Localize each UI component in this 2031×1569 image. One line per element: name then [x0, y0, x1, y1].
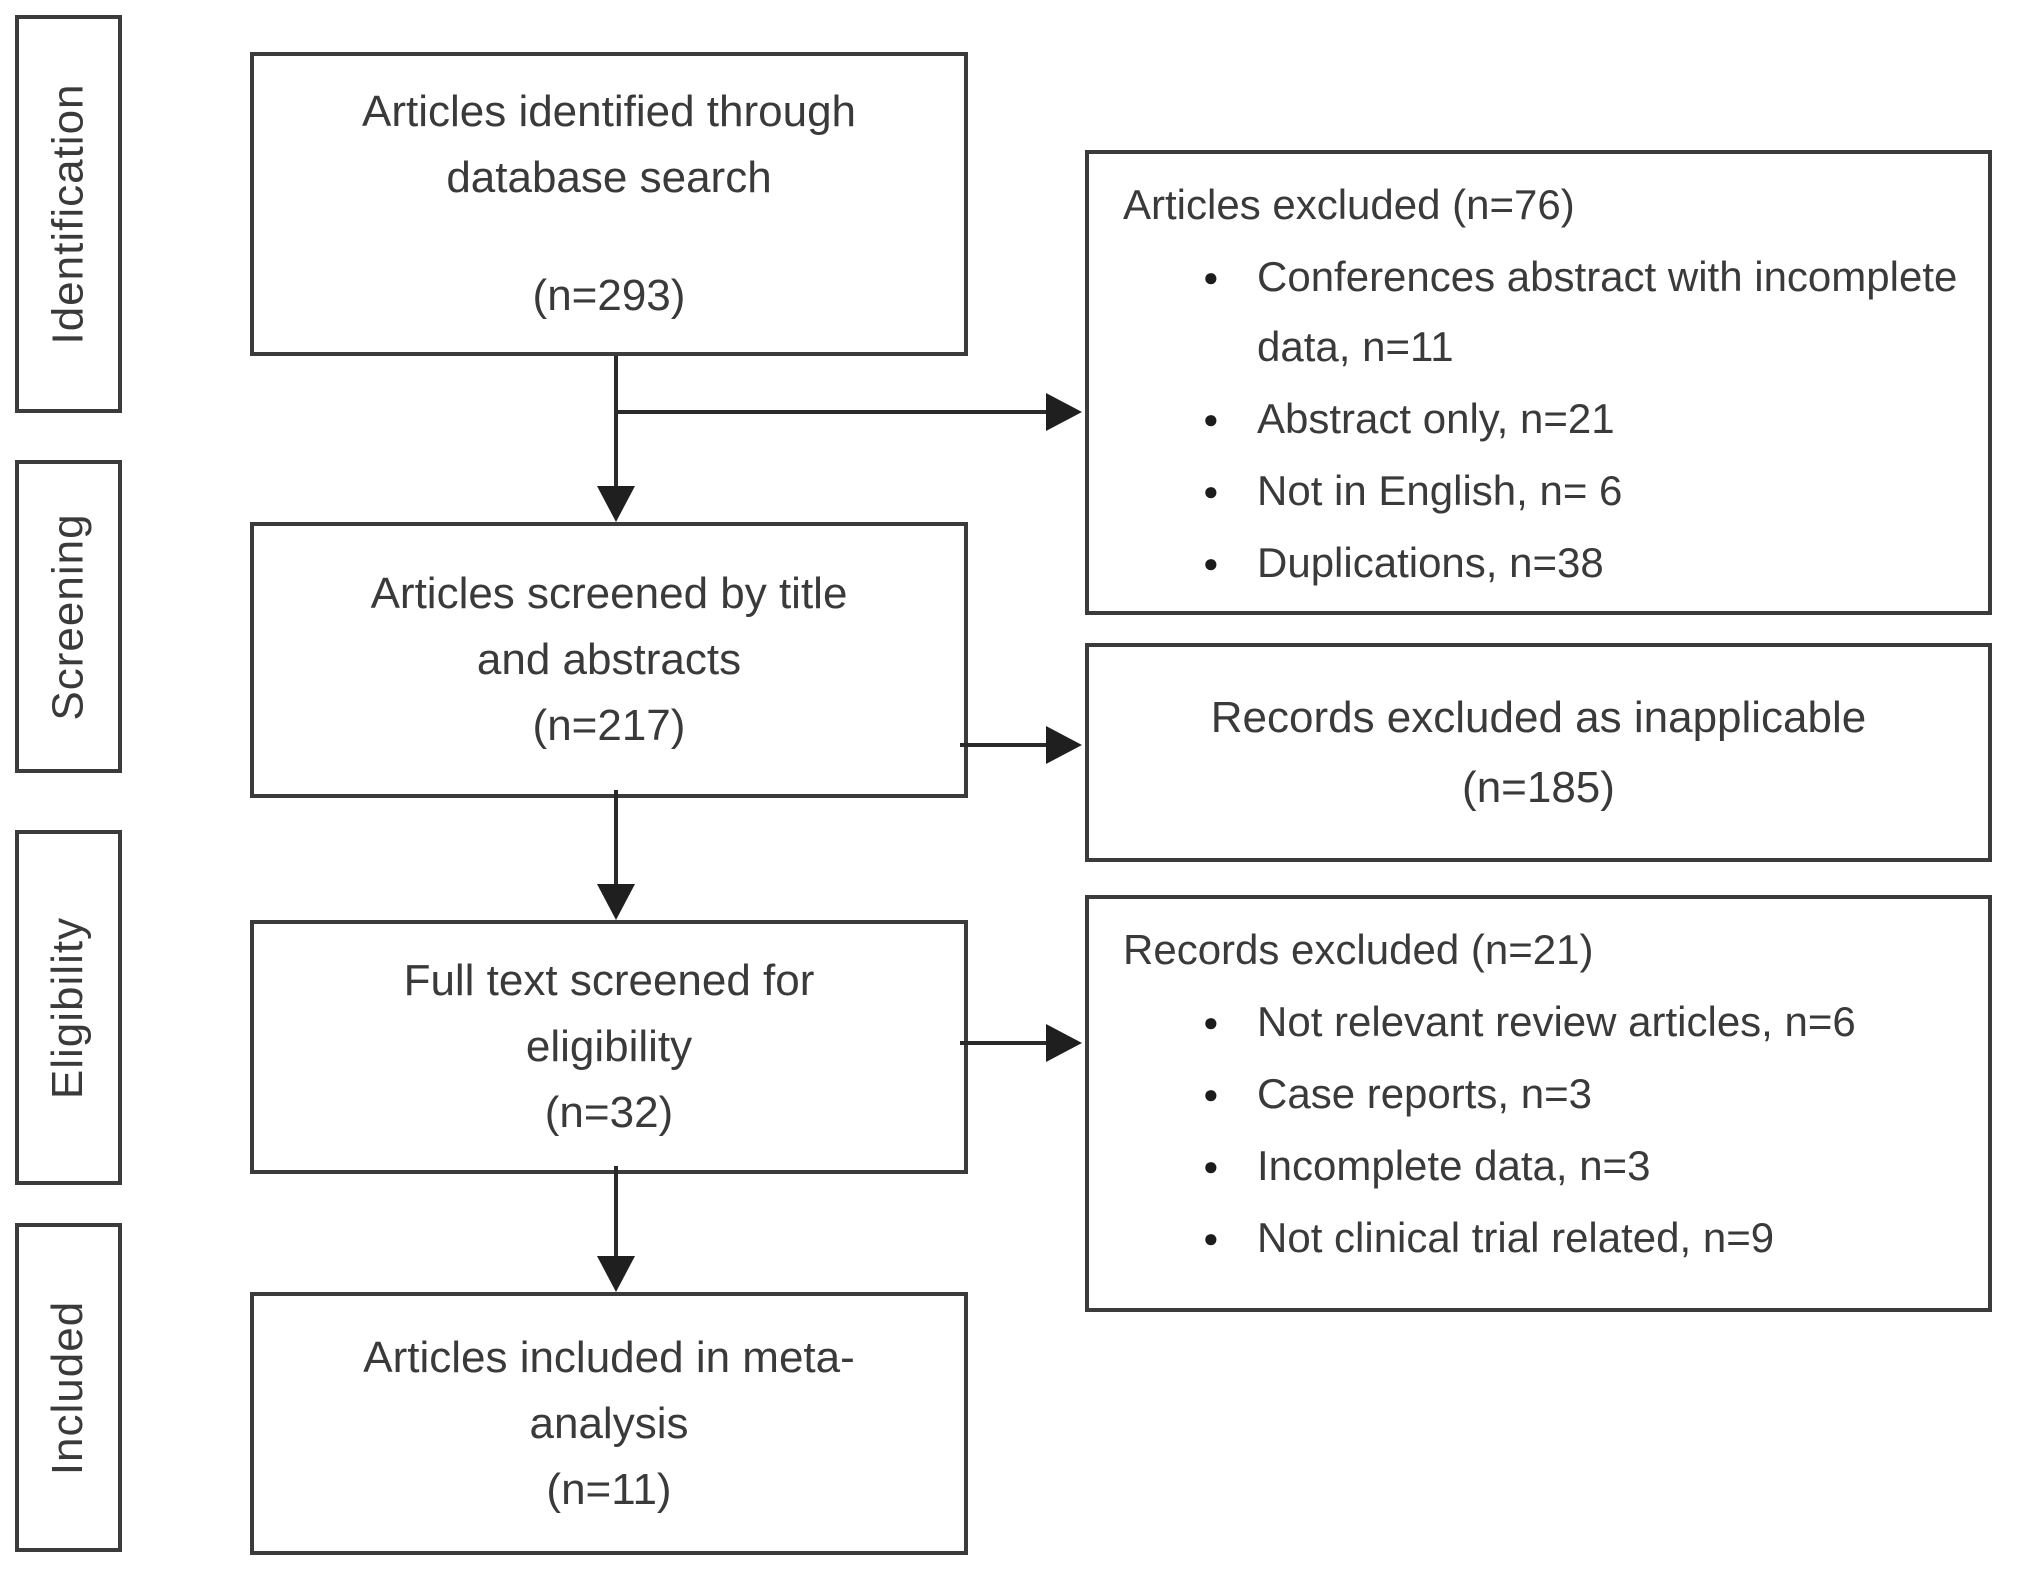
bullet-icon: ● [1203, 262, 1219, 292]
flow-box-text-line: Articles included in meta- [363, 1332, 855, 1382]
exclusion-count: (n=185) [1462, 762, 1615, 812]
exclusion-title: Records excluded as inapplicable [1210, 692, 1867, 742]
exclusion-item: ● Case reports, n=3 [1123, 1059, 1958, 1129]
bullet-icon: ● [1203, 1007, 1219, 1037]
stage-label-included: Included [43, 1300, 93, 1475]
exclusion-item: ● Not in English, n= 6 [1123, 456, 1958, 526]
flow-box-count: (n=293) [532, 271, 686, 320]
exclusion-title: Articles excluded (n=76) [1123, 181, 1575, 228]
exclusion-item: ● Incomplete data, n=3 [1123, 1131, 1958, 1201]
flow-box-text-line: Full text screened for [403, 956, 815, 1005]
arrowhead-right-icon [1046, 726, 1082, 764]
arrow-line-to-records-excluded [960, 1041, 1046, 1045]
exclusion-item: ● Abstract only, n=21 [1123, 384, 1958, 454]
flow-box-text-line: Articles identified through [361, 87, 857, 136]
arrowhead-down-icon [597, 486, 635, 522]
arrow-line-screened-to-fulltext [614, 790, 618, 884]
stage-box-screening: Screening [15, 460, 122, 773]
flow-box-text-line: eligibility [525, 1022, 693, 1071]
arrowhead-down-icon [597, 1256, 635, 1292]
arrow-line-to-inapplicable [960, 743, 1046, 747]
stage-label-screening: Screening [43, 512, 93, 721]
bullet-icon: ● [1203, 548, 1219, 578]
flow-box-text-line: analysis [529, 1398, 689, 1448]
arrow-line-identified-to-screened [614, 356, 618, 488]
exclusion-item-text: Incomplete data, n=3 [1257, 1142, 1651, 1189]
flow-box-count: (n=32) [544, 1088, 674, 1137]
stage-box-eligibility: Eligibility [15, 830, 122, 1185]
stage-box-identification: Identification [15, 15, 122, 413]
exclusion-item-text: Not clinical trial related, n=9 [1257, 1214, 1775, 1261]
bullet-icon: ● [1203, 1079, 1219, 1109]
flow-box-fulltext: Full text screened for eligibility (n=32… [250, 920, 968, 1174]
flow-box-screened: Articles screened by title and abstracts… [250, 522, 968, 798]
exclusion-item-text: Case reports, n=3 [1257, 1070, 1593, 1117]
bullet-icon: ● [1203, 404, 1219, 434]
arrow-line-to-articles-excluded [614, 410, 1046, 414]
exclusion-item: ● Conferences abstract with incomplete d… [1123, 242, 1958, 382]
flow-box-identified: Articles identified through database sea… [250, 52, 968, 356]
arrowhead-right-icon [1046, 1024, 1082, 1062]
bullet-icon: ● [1203, 1151, 1219, 1181]
exclusion-item-text: Not in English, n= 6 [1257, 467, 1623, 514]
flow-box-count: (n=11) [546, 1464, 672, 1514]
arrowhead-down-icon [597, 884, 635, 920]
exclusion-box-articles-excluded: Articles excluded (n=76) ● Conferences a… [1085, 150, 1992, 615]
exclusion-box-records-excluded: Records excluded (n=21) ● Not relevant r… [1085, 895, 1992, 1312]
flow-box-included-meta: Articles included in meta- analysis (n=1… [250, 1292, 968, 1555]
exclusion-item-text: Duplications, n=38 [1257, 539, 1604, 586]
exclusion-item: ● Duplications, n=38 [1123, 528, 1958, 598]
exclusion-item-text: Abstract only, n=21 [1257, 395, 1615, 442]
flow-box-count: (n=217) [532, 701, 686, 750]
stage-label-identification: Identification [43, 83, 93, 345]
bullet-icon: ● [1203, 476, 1219, 506]
exclusion-item: ● Not clinical trial related, n=9 [1123, 1203, 1958, 1273]
exclusion-title: Records excluded (n=21) [1123, 926, 1594, 973]
bullet-icon: ● [1203, 1223, 1219, 1253]
flow-box-text-line: Articles screened by title [370, 569, 848, 618]
exclusion-item: ● Not relevant review articles, n=6 [1123, 987, 1958, 1057]
arrowhead-right-icon [1046, 393, 1082, 431]
flow-box-text-line: and abstracts [476, 635, 742, 684]
exclusion-box-inapplicable: Records excluded as inapplicable (n=185) [1085, 643, 1992, 862]
arrow-line-fulltext-to-included [614, 1166, 618, 1256]
flow-box-text-line: database search [446, 153, 772, 202]
exclusion-item-text: Not relevant review articles, n=6 [1257, 998, 1856, 1045]
stage-label-eligibility: Eligibility [43, 916, 93, 1099]
exclusion-item-text: Conferences abstract with incomplete dat… [1257, 253, 1958, 370]
stage-box-included: Included [15, 1223, 122, 1552]
